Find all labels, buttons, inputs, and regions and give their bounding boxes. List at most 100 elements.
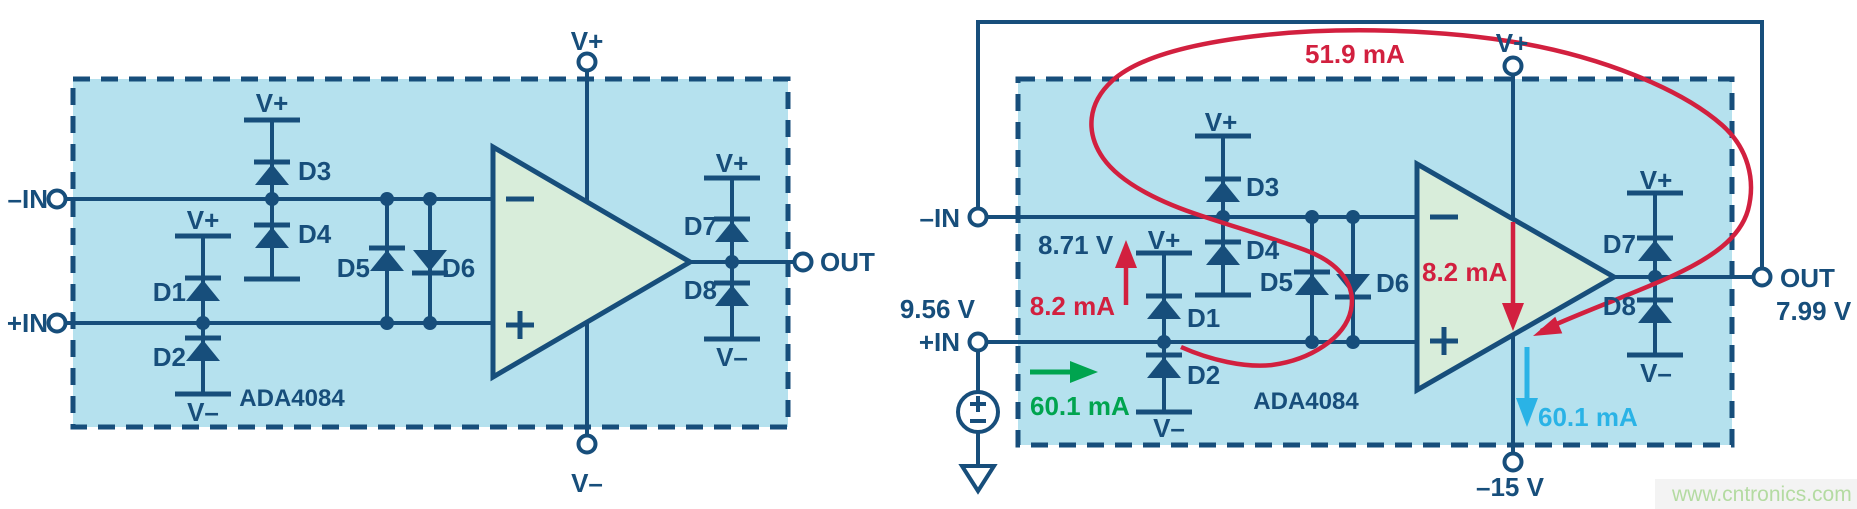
d8-vminus-label: V– (1640, 358, 1672, 388)
diode-string-d1-d2 (175, 233, 231, 397)
d6-diode-icon (413, 250, 447, 271)
d4-diode-icon (1206, 244, 1240, 265)
d7-diode-icon (1638, 240, 1672, 261)
d4-diode-icon (255, 227, 289, 248)
junction-dot (423, 192, 437, 206)
diode-pair-d5-d6 (369, 199, 448, 323)
d2-label: D2 (153, 342, 186, 372)
out-label: OUT (820, 247, 875, 277)
neg-in-voltage-label: 8.71 V (1038, 230, 1114, 260)
stage-current-arrow (1502, 222, 1524, 331)
vplus-supply-label: V+ (1496, 28, 1529, 58)
vplus-terminal (576, 51, 598, 73)
watermark-background (1655, 479, 1857, 509)
junction-dot (423, 316, 437, 330)
junction-dot (380, 316, 394, 330)
diode-string-d1-d2 (1136, 250, 1192, 415)
chip-name-label: ADA4084 (239, 385, 345, 412)
d4-label: D4 (1246, 235, 1280, 265)
right-arrowhead-icon (1070, 361, 1098, 383)
d5-label: D5 (1260, 267, 1293, 297)
d7-vplus-label: V+ (1640, 165, 1673, 195)
opamp-triangle (1414, 159, 1620, 395)
pos-in-terminal (46, 312, 68, 334)
d8-diode-icon (715, 285, 749, 306)
d2-vminus-label: V– (1153, 413, 1185, 443)
clamp-current-arrow (1115, 240, 1137, 305)
loop-current-curve (1089, 28, 1754, 368)
d8-label: D8 (684, 275, 717, 305)
d2-diode-icon (1147, 357, 1181, 378)
junction-dot (1346, 335, 1360, 349)
out-terminal (792, 251, 814, 273)
output-current-arrow (1516, 347, 1538, 427)
d3-label: D3 (298, 156, 331, 186)
d7-diode-icon (715, 221, 749, 242)
d2-label: D2 (1187, 360, 1220, 390)
watermark-text: www.cntronics.com (1671, 483, 1852, 506)
d1-vplus-label: V+ (1148, 225, 1181, 255)
d7-label: D7 (684, 211, 717, 241)
pos-in-voltage-label: 9.56 V (900, 294, 976, 324)
junction-dot (380, 192, 394, 206)
chip-name-label: ADA4084 (1253, 388, 1359, 415)
neg-in-terminal (967, 206, 989, 228)
d5-label: D5 (337, 253, 370, 283)
neg-supply-label: –15 V (1476, 472, 1545, 502)
input-current-label: 60.1 mA (1030, 391, 1130, 421)
ic-boundary-box (1015, 76, 1735, 448)
d8-diode-icon (1638, 302, 1672, 323)
neg-supply-terminal (1502, 451, 1524, 473)
d1-vplus-label: V+ (187, 205, 220, 235)
vplus-terminal (1502, 55, 1524, 77)
input-current-arrow (1030, 361, 1098, 383)
diode-string-d7-d8 (1627, 190, 1683, 358)
d4-label: D4 (298, 219, 332, 249)
neg-in-label: –IN (920, 203, 960, 233)
d7-vplus-label: V+ (716, 148, 749, 178)
vplus-supply-label: V+ (571, 26, 604, 56)
junction-dot (1346, 210, 1360, 224)
down-arrowhead-icon (1502, 303, 1524, 331)
loop-current-label: 51.9 mA (1305, 39, 1405, 69)
out-voltage-label: 7.99 V (1776, 296, 1852, 326)
output-current-label: 60.1 mA (1538, 402, 1638, 432)
d8-label: D8 (1603, 291, 1636, 321)
right-diagram: –IN 9.56 V +IN 8.71 V 8.2 mA V+ V– D1 D2… (900, 20, 1852, 502)
d6-label: D6 (442, 253, 475, 283)
pos-in-terminal (967, 331, 989, 353)
d3-vplus-label: V+ (256, 88, 289, 118)
left-diagram: –IN +IN V+ V– D1 D2 V+ D3 D4 D5 D6 V+ V–… (7, 26, 875, 498)
vminus-supply-label: V– (571, 468, 603, 498)
d1-label: D1 (1187, 303, 1220, 333)
pos-in-label: +IN (919, 327, 960, 357)
watermark: www.cntronics.com (1655, 479, 1857, 509)
d6-label: D6 (1376, 268, 1409, 298)
vminus-terminal (576, 433, 598, 455)
voltage-source (956, 390, 1000, 434)
d3-diode-icon (255, 164, 289, 185)
junction-dot (1305, 335, 1319, 349)
down-arrowhead-icon (1516, 398, 1538, 427)
d2-vminus-label: V– (187, 397, 219, 427)
loop-current-path (1089, 28, 1754, 368)
clamp-current-label: 8.2 mA (1030, 291, 1115, 321)
d7-label: D7 (1603, 229, 1636, 259)
junction-dot (725, 255, 739, 269)
d3-vplus-label: V+ (1205, 107, 1238, 137)
junction-dot (265, 192, 279, 206)
out-label: OUT (1780, 263, 1835, 293)
out-terminal (1751, 266, 1773, 288)
d3-label: D3 (1246, 172, 1279, 202)
junction-dot (1157, 335, 1171, 349)
opamp-triangle (490, 142, 695, 382)
junction-dot (1305, 210, 1319, 224)
diode-pair-d5-d6 (1294, 217, 1371, 342)
loop-current-arrowhead-icon (1533, 316, 1563, 336)
junction-dot (196, 316, 210, 330)
d8-vminus-label: V– (716, 342, 748, 372)
d2-diode-icon (186, 340, 220, 361)
ground-icon (958, 464, 998, 495)
